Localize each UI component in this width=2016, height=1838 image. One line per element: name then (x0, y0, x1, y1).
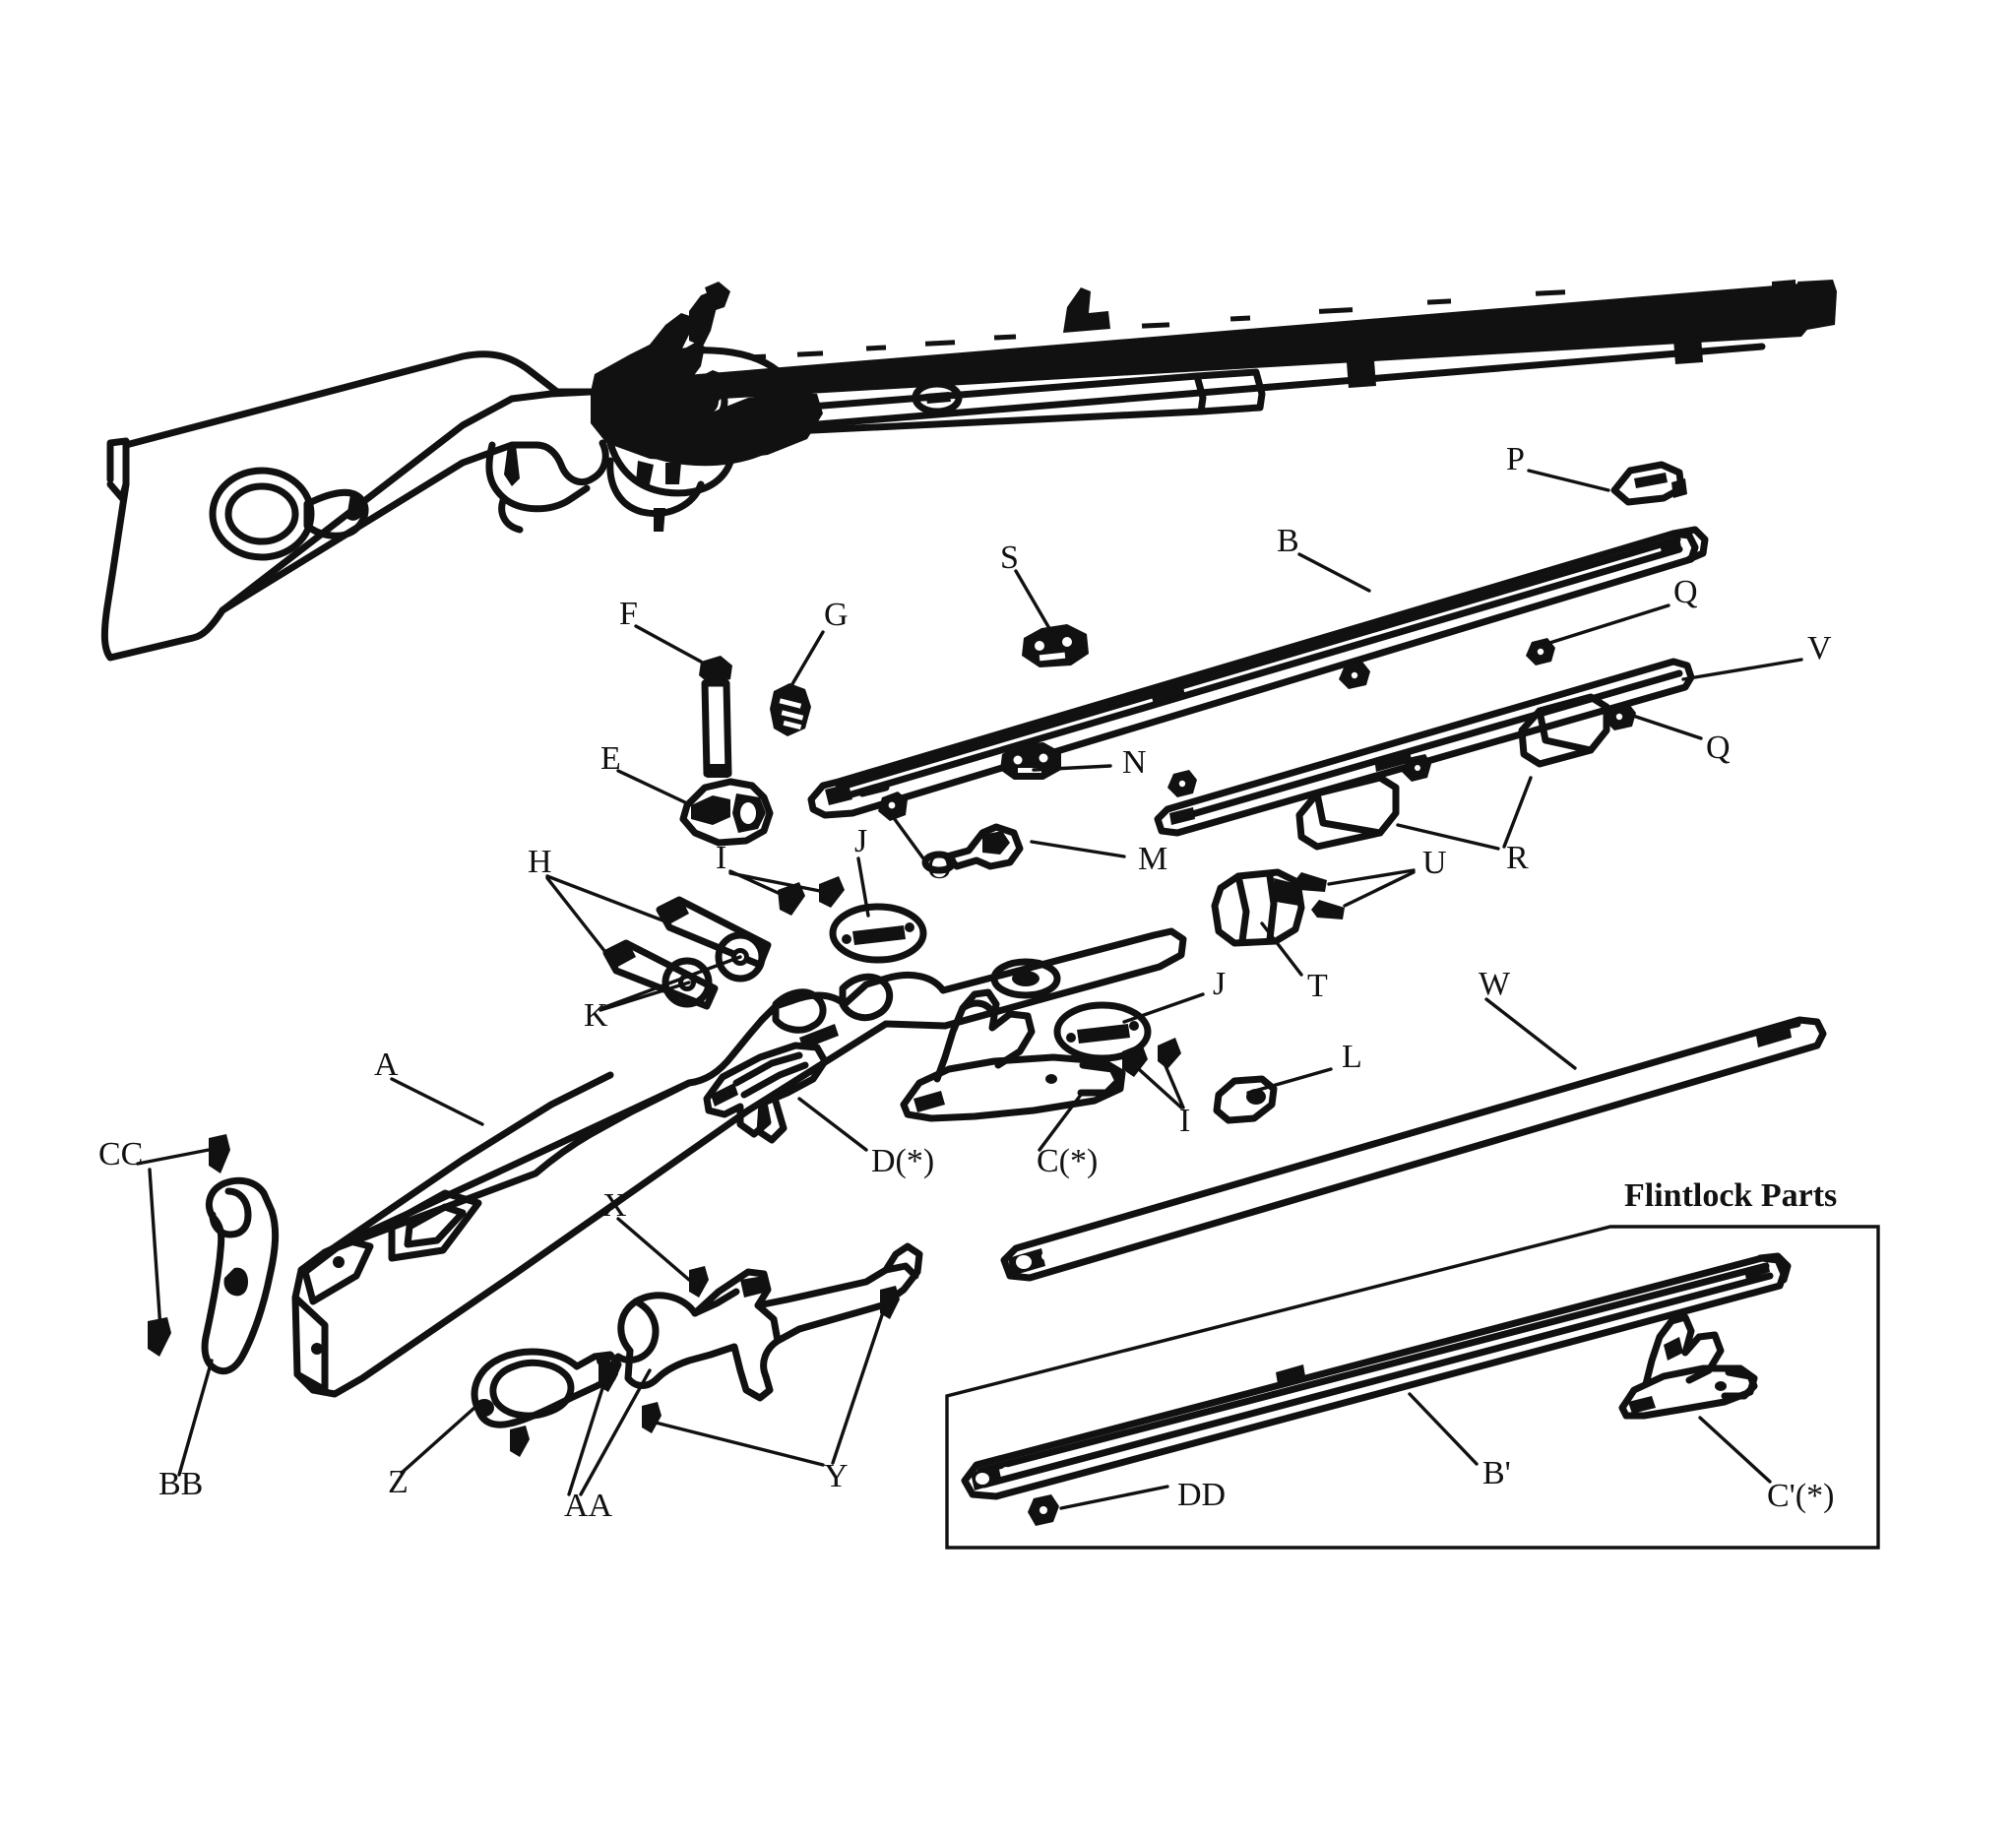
part-O-screw (878, 792, 908, 821)
label-R: R (1506, 840, 1529, 876)
label-G: G (824, 597, 849, 633)
label-M: M (1138, 841, 1168, 877)
part-B-barrel (807, 526, 1709, 819)
part-M-sight-blade (921, 823, 1024, 874)
part-F-tang-bolt (699, 656, 732, 778)
part-BB-toe-plate (201, 1176, 280, 1375)
label-L: L (1342, 1039, 1362, 1075)
assembled-rifle (100, 280, 1837, 662)
label-J-top: J (854, 823, 868, 859)
label-F: F (619, 596, 638, 632)
part-X-trigger-guard (614, 1242, 923, 1402)
label-W: W (1479, 966, 1511, 1002)
part-U-pins (1293, 872, 1345, 919)
label-CC: CC (98, 1136, 144, 1173)
part-I-screws-upper (778, 876, 845, 916)
label-Z: Z (388, 1464, 409, 1500)
part-DD-screw (1028, 1494, 1059, 1526)
part-T-muzzle-cap (1211, 868, 1305, 947)
label-Q-bot: Q (1706, 729, 1731, 766)
part-G-nipple (770, 683, 811, 736)
part-S-rear-sight (1022, 624, 1089, 667)
label-AA: AA (564, 1488, 613, 1524)
label-B: B (1277, 523, 1299, 559)
label-S: S (1000, 539, 1019, 576)
label-P: P (1506, 441, 1525, 477)
label-U: U (1422, 845, 1447, 881)
part-P-front-sight (1610, 461, 1687, 506)
label-D: D(*) (871, 1143, 935, 1179)
flintlock-parts-title: Flintlock Parts (1624, 1177, 1838, 1214)
part-J-escutcheon-1 (829, 903, 927, 964)
part-D-lock-internals (703, 1042, 829, 1144)
label-V: V (1807, 630, 1832, 666)
label-J-bot: J (1213, 966, 1227, 1002)
label-DD: DD (1177, 1477, 1227, 1513)
part-C-lock-assembly (900, 988, 1126, 1122)
label-T: T (1307, 968, 1328, 1004)
part-Bprime-flintlock-barrel (961, 1252, 1792, 1500)
part-E-breech-tang (679, 778, 774, 847)
label-O: O (927, 850, 952, 886)
part-W-ramrod (1000, 1016, 1827, 1282)
label-Y: Y (824, 1458, 849, 1494)
part-CC-screws (148, 1134, 230, 1357)
label-K: K (584, 997, 608, 1034)
label-H: H (528, 844, 552, 880)
label-BB: BB (158, 1466, 204, 1502)
flintlock-parts-box (945, 1225, 1880, 1550)
label-A: A (374, 1046, 399, 1083)
label-Q-top: Q (1673, 574, 1698, 610)
label-I-top: I (716, 840, 727, 876)
part-Z-butt-plate (471, 1348, 622, 1428)
part-A-stock (291, 927, 1187, 1398)
leader-lines (136, 469, 1803, 1496)
label-B-prime: B' (1482, 1455, 1511, 1491)
part-R-thimbles (1295, 693, 1610, 851)
label-E: E (600, 740, 621, 777)
label-I-bot: I (1179, 1103, 1191, 1139)
label-C: C(*) (1037, 1143, 1099, 1179)
part-Cprime-flintlock-lock (1618, 1313, 1758, 1420)
label-X: X (602, 1187, 627, 1224)
label-N: N (1122, 744, 1147, 781)
label-C-prime: C'(*) (1767, 1478, 1835, 1514)
